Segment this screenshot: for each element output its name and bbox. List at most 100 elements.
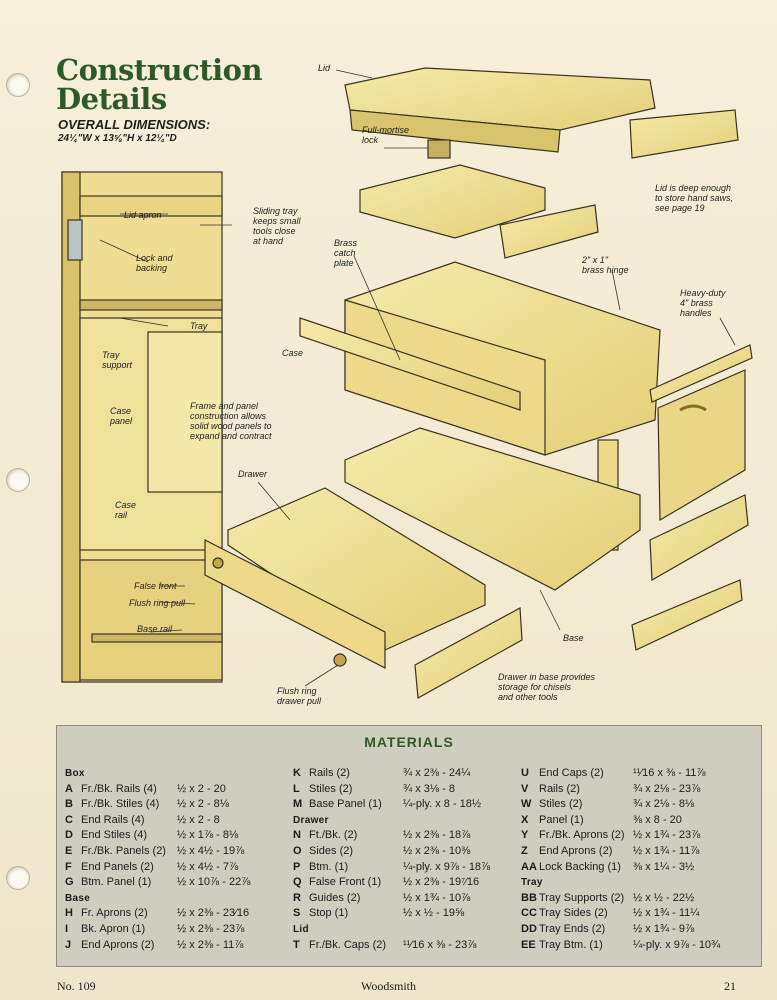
materials-section-heading: Tray [521, 875, 757, 891]
part-name: Panel (1) [539, 813, 584, 826]
part-name: Tray Supports (2) [539, 891, 625, 904]
part-dimensions: ½ x 4½ - 7⅞ [177, 860, 239, 873]
part-name: Guides (2) [309, 891, 361, 904]
part-name: Stop (1) [309, 907, 349, 920]
part-name: Stiles (2) [539, 798, 583, 811]
part-name: Tray Ends (2) [539, 922, 606, 935]
part-name: Btm. Panel (1) [81, 876, 152, 889]
part-key: L [293, 782, 300, 795]
part-key: T [293, 938, 300, 951]
part-key: G [65, 876, 74, 889]
callout-case: Case [282, 348, 304, 358]
callout-lid-apron: Lid apron [124, 210, 162, 220]
part-key: W [521, 798, 532, 811]
part-dimensions: ¾ x 2⅛ - 8⅛ [633, 798, 695, 811]
materials-row: J End Aprons (2) ½ x 2⅜ - 11⅞ [65, 938, 295, 954]
part-name: End Aprons (2) [81, 938, 155, 951]
part-key: BB [521, 891, 537, 904]
part-name: End Aprons (2) [539, 844, 613, 857]
materials-section-heading: Box [65, 766, 295, 782]
drawer-shape [227, 487, 486, 651]
part-name: End Rails (4) [81, 813, 145, 826]
part-name: Lock Backing (1) [539, 860, 621, 873]
section-heading-text: Lid [293, 923, 309, 935]
part-key: I [65, 922, 69, 935]
part-key: U [521, 767, 529, 779]
part-name: Sides (2) [309, 844, 354, 857]
callout-base-rail: Base rail [137, 624, 173, 634]
section-heading-text: Base [65, 892, 91, 904]
part-dimensions: ½ x ½ - 19⅝ [403, 907, 465, 920]
part-dimensions: ¼-ply. x 8 - 18½ [403, 798, 482, 811]
part-key: CC [521, 907, 537, 920]
part-name: False Front (1) [309, 876, 382, 889]
part-dimensions: ½ x 1¾ - 9⅞ [633, 922, 695, 935]
part-dimensions: ½ x 1⅞ - 8⅛ [177, 829, 239, 842]
callout-drawer: Drawer [238, 469, 268, 479]
part-dimensions: ½ x 2 - 8⅛ [177, 798, 229, 811]
part-name: Btm. (1) [309, 860, 349, 873]
part-key: J [65, 938, 72, 951]
part-dimensions: ½ x 2⅜ - 23⅞ [177, 922, 245, 935]
part-dimensions: ¾ x 3⅛ - 8 [403, 782, 455, 795]
issue-number: No. 109 [57, 979, 96, 993]
magazine-name: Woodsmith [360, 979, 417, 993]
binder-hole [6, 866, 30, 890]
part-name: End Stiles (4) [81, 829, 148, 842]
binder-hole [6, 73, 30, 97]
part-key: A [65, 782, 73, 795]
part-dimensions: ½ x 2⅜ - 10⅜ [403, 844, 471, 857]
part-name: Fr. Aprons (2) [81, 907, 148, 920]
materials-row: I Bk. Apron (1) ½ x 2⅜ - 23⅞ [65, 922, 295, 938]
part-name: Rails (2) [309, 767, 350, 779]
materials-section-heading: Drawer [293, 813, 523, 829]
dimensions-value: 24¼"W x 13⅝"H x 12¼"D [58, 133, 177, 144]
callout-tray: Tray [190, 321, 208, 331]
part-dimensions: ½ x 2⅜ - 11⅞ [177, 938, 244, 951]
part-name: End Caps (2) [539, 767, 604, 779]
part-name: Tray Btm. (1) [539, 938, 603, 951]
part-key: Y [521, 829, 529, 842]
dimensions-label: OVERALL DIMENSIONS: [58, 117, 211, 132]
part-name: Bk. Apron (1) [81, 922, 146, 935]
part-dimensions: ⅜ x 8 - 20 [633, 813, 682, 826]
materials-row: R Guides (2) ½ x 1¾ - 10⅞ [293, 891, 523, 907]
part-dimensions: ½ x 1¾ - 11⅞ [633, 844, 700, 857]
materials-row: F End Panels (2) ½ x 4½ - 7⅞ [65, 860, 295, 876]
part-key: F [65, 860, 72, 873]
part-key: R [293, 891, 301, 904]
part-dimensions: ¾ x 2⅛ - 23⅞ [633, 782, 701, 795]
part-key: Z [521, 844, 528, 857]
part-name: End Panels (2) [81, 860, 154, 873]
part-dimensions: ½ x 10⅞ - 22⅞ [177, 876, 251, 889]
materials-row: W Stiles (2) ¾ x 2⅛ - 8⅛ [521, 797, 757, 813]
part-dimensions: ¾ x 2⅜ - 24¼ [403, 767, 471, 779]
part-key: K [293, 767, 301, 779]
part-dimensions: ½ x 1¾ - 10⅞ [403, 891, 471, 904]
part-dimensions: ½ x 2⅜ - 19⁷⁄16 [403, 876, 480, 889]
part-key: DD [521, 922, 537, 935]
part-dimensions: ½ x ½ - 22½ [633, 891, 695, 904]
part-key: N [293, 829, 301, 842]
materials-section-heading: Lid [293, 922, 523, 938]
